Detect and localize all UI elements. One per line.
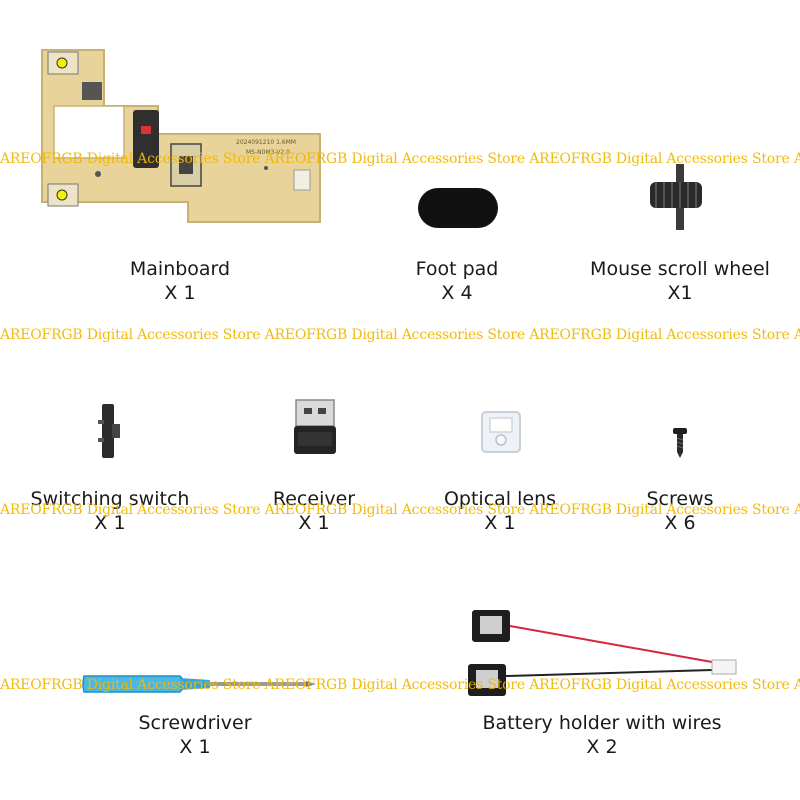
item-label-optical-lens: Optical lens [443,488,557,510]
silk-text-2: MS-N0M3-V2.0 [246,149,290,156]
item-qty-screws: X 6 [664,512,696,534]
usb-receiver-image [294,399,336,454]
item-qty-scroll-wheel: X1 [667,282,693,304]
item-label-scroll-wheel: Mouse scroll wheel [590,258,770,280]
item-label-foot-pad: Foot pad [415,258,499,280]
item-qty-battery-holder: X 2 [586,736,618,758]
item-label-screws: Screws [646,488,714,510]
item-label-screwdriver: Screwdriver [138,712,252,734]
silk-text: 2024091210 1.6MM [236,139,296,146]
slide-switch-image [98,404,120,458]
battery-holder-image [468,610,737,696]
foot-pad-image [418,188,498,228]
item-qty-screwdriver: X 1 [179,736,211,758]
item-label-mainboard: Mainboard [129,258,231,280]
item-qty-receiver: X 1 [298,512,330,534]
watermark-row-2: AREOFRGB Digital Accessories Store AREOF… [0,327,800,343]
item-qty-foot-pad: X 4 [441,282,473,304]
item-label-battery-holder: Battery holder with wires [482,712,722,734]
item-label-switch: Switching switch [30,488,190,510]
item-qty-mainboard: X 1 [164,282,196,304]
screwdriver-image [82,675,316,693]
item-label-receiver: Receiver [272,488,356,510]
item-qty-optical-lens: X 1 [484,512,516,534]
item-qty-switch: X 1 [94,512,126,534]
optical-lens-image [481,411,521,453]
screw-image [673,428,687,458]
mainboard-image: 2024091210 1.6MM MS-N0M3-V2.0 [41,49,321,223]
scroll-wheel-image [650,164,702,230]
